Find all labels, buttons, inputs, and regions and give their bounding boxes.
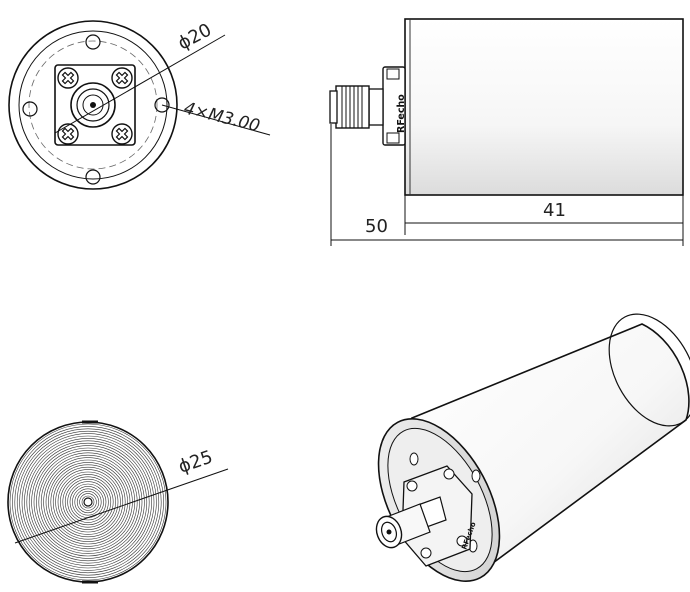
spiral-ring	[33, 447, 143, 557]
iso-back-cap	[608, 313, 690, 427]
spiral-ring	[12, 426, 164, 578]
body-length-label: 41	[543, 200, 566, 221]
front-view: ϕ20 4×M3.00	[8, 20, 271, 190]
spiral-ring	[19, 433, 157, 571]
back-view: ϕ25	[7, 420, 229, 584]
mount-hole-right	[154, 97, 170, 113]
spiral-ring	[57, 471, 119, 533]
spiral-ring	[38, 452, 138, 552]
screw-tl	[57, 67, 79, 89]
back-center-hole	[83, 497, 93, 507]
spiral-ring	[60, 474, 116, 530]
iso-screw-3	[420, 547, 432, 559]
bolt-circle	[28, 40, 158, 170]
spiral-ring	[76, 490, 100, 514]
mount-hole-top	[85, 34, 101, 50]
screw-br	[111, 123, 133, 145]
spiral-ring	[24, 438, 152, 566]
side-screw-bottom	[386, 132, 400, 144]
connector-pin	[90, 102, 96, 108]
spiral-ring	[21, 435, 155, 569]
mount-holes-label: 4×M3.00	[182, 98, 262, 136]
side-view: RFecho 41 50	[329, 18, 684, 246]
connector-flange	[54, 64, 136, 146]
holes-leader	[161, 104, 271, 136]
side-body	[404, 18, 684, 196]
back-diameter-label: ϕ25	[176, 447, 216, 478]
side-connector-neck	[368, 88, 384, 126]
spiral-ring	[28, 442, 148, 562]
spiral-ring	[55, 469, 121, 535]
spiral-ring	[74, 488, 102, 516]
spiral-ring	[36, 450, 140, 554]
front-diameter-label: ϕ20	[174, 20, 215, 55]
iso-hole-4	[471, 469, 481, 483]
iso-hole-1	[409, 452, 419, 466]
spiral-ring	[14, 428, 162, 576]
thread-lines	[341, 86, 363, 128]
spiral-ring	[16, 430, 160, 574]
isometric-view: RFecho	[375, 313, 690, 582]
diameter-leader-25	[14, 468, 229, 544]
spiral-ring	[79, 493, 97, 511]
spiral-ring	[81, 495, 95, 509]
iso-screw-2	[443, 468, 455, 480]
spiral-ring	[40, 454, 136, 550]
front-outer-rim	[8, 20, 178, 190]
spiral-ring	[9, 423, 167, 581]
spiral-ring	[64, 478, 112, 526]
spiral-ring	[31, 445, 145, 559]
spiral-ring	[62, 476, 114, 528]
spiral-ring	[45, 459, 131, 545]
spiral-ring	[48, 462, 128, 542]
side-connector-tip	[329, 90, 338, 124]
spiral-ring	[26, 440, 150, 564]
mount-hole-bottom	[85, 169, 101, 185]
screw-bl	[57, 123, 79, 145]
spiral-ring	[69, 483, 107, 521]
spiral-ring	[52, 466, 124, 538]
spiral-ring	[50, 464, 126, 540]
back-spiral-pattern	[9, 423, 167, 581]
connector-face-ring	[76, 88, 110, 122]
mount-hole-left	[22, 101, 38, 117]
iso-screw-4	[456, 535, 468, 547]
front-inner-rim	[18, 30, 168, 180]
spiral-ring	[67, 481, 109, 523]
side-connector-thread	[335, 85, 370, 129]
side-screw-top	[386, 68, 400, 80]
side-brand-label: RFecho	[396, 94, 407, 133]
overall-length-label: 50	[365, 216, 388, 237]
iso-connector-pin	[386, 529, 392, 535]
diameter-leader-20	[54, 34, 226, 134]
screw-tr	[111, 67, 133, 89]
iso-screw-1	[406, 480, 418, 492]
